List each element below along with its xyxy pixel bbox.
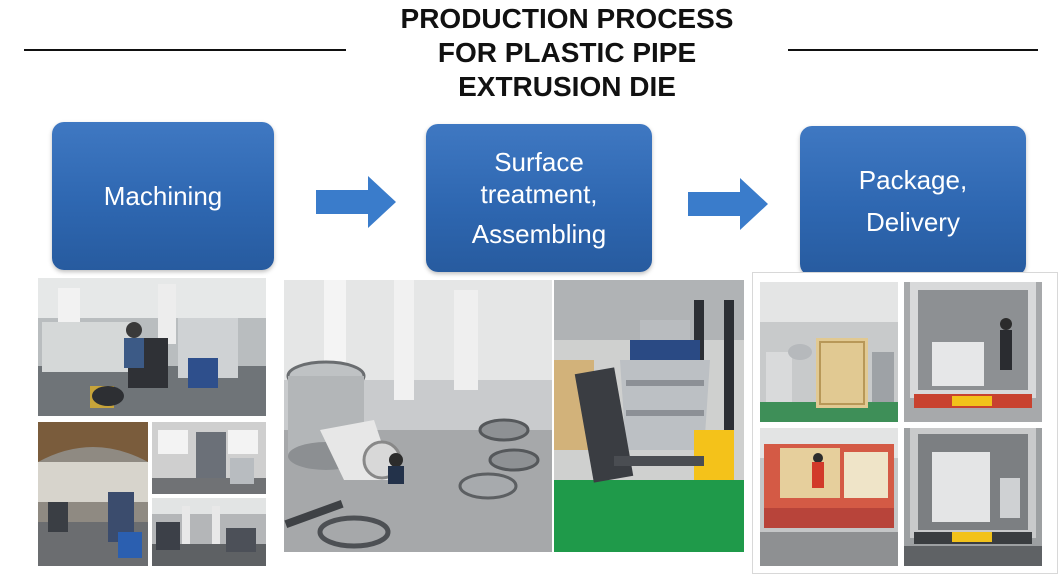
arrow-right-icon xyxy=(316,176,396,228)
photo-die-parts xyxy=(284,280,552,552)
title-line-1: PRODUCTION PROCESS xyxy=(400,3,734,34)
photo-factory-hall xyxy=(38,422,148,566)
title-line-3: EXTRUSION DIE xyxy=(458,71,676,102)
photo-packing-crates xyxy=(760,282,898,422)
page-title: PRODUCTION PROCESS FOR PLASTIC PIPE EXTR… xyxy=(350,2,784,104)
step-machining-label: Machining xyxy=(103,181,223,211)
step-package-line-1: Package, xyxy=(858,165,968,195)
title-rule-left xyxy=(24,49,346,51)
photo-container-loading xyxy=(904,282,1042,422)
photo-machine-line xyxy=(152,498,266,566)
photo-truck-loading xyxy=(760,428,898,566)
step-package-delivery: Package, Delivery xyxy=(800,126,1026,276)
photo-die-assembly xyxy=(554,280,744,552)
step-surface-line-1: Surface xyxy=(494,147,584,177)
photo-container-truck xyxy=(904,428,1042,566)
step-surface-treatment: Surface treatment, Assembling xyxy=(426,124,652,272)
title-rule-right xyxy=(788,49,1038,51)
step-package-line-2: Delivery xyxy=(866,207,960,237)
step-surface-line-3: Assembling xyxy=(471,219,607,249)
step-surface-line-2: treatment, xyxy=(480,179,598,209)
photo-machining-workshop xyxy=(38,278,266,416)
step-machining: Machining xyxy=(52,122,274,270)
arrow-right-icon xyxy=(688,178,768,230)
title-line-2: FOR PLASTIC PIPE xyxy=(437,37,697,68)
photo-cnc-machine xyxy=(152,422,266,494)
